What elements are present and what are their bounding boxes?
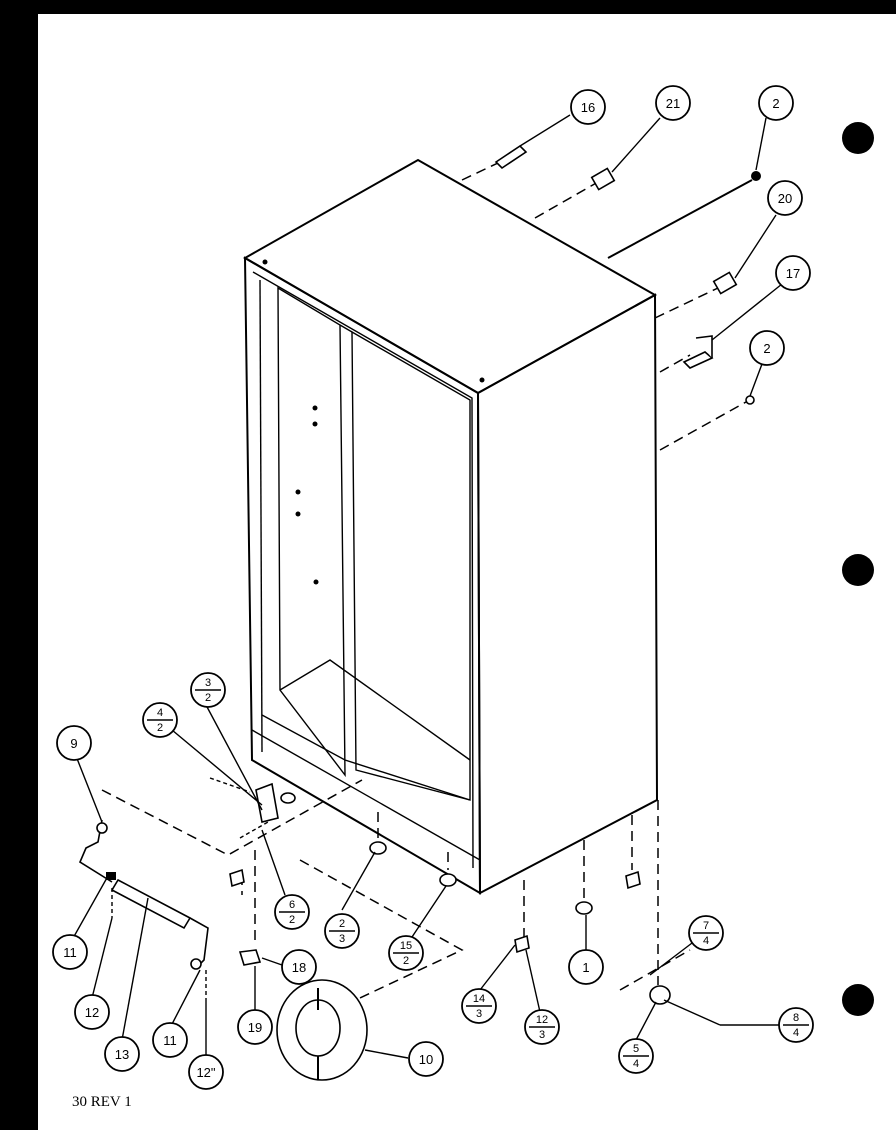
svg-text:2: 2 bbox=[403, 955, 409, 967]
svg-text:15: 15 bbox=[400, 940, 412, 952]
callout-6-2: 62 bbox=[274, 894, 310, 930]
part-16-plug bbox=[494, 114, 571, 170]
part-2-screw-top bbox=[751, 117, 767, 181]
callout-13: 13 bbox=[104, 1036, 140, 1072]
part-feet bbox=[229, 792, 780, 1026]
binder-hole-middle bbox=[842, 554, 874, 586]
svg-text:12": 12" bbox=[196, 1065, 215, 1080]
svg-text:3: 3 bbox=[339, 933, 345, 945]
svg-text:2: 2 bbox=[205, 692, 211, 704]
callout-10: 10 bbox=[408, 1041, 444, 1077]
svg-text:6: 6 bbox=[289, 899, 295, 911]
svg-text:3: 3 bbox=[539, 1029, 545, 1041]
part-17-hinge-pin bbox=[682, 283, 783, 369]
part-10-compressor-isolator bbox=[276, 979, 409, 1081]
callout-8-4: 84 bbox=[778, 1007, 814, 1043]
callout-3-2: 32 bbox=[190, 672, 226, 708]
callout-2-top: 2 bbox=[758, 85, 794, 121]
svg-text:2: 2 bbox=[289, 914, 295, 926]
callout-21: 21 bbox=[655, 85, 691, 121]
part-9-13-tube-assembly bbox=[78, 819, 209, 1000]
callout-11-left: 11 bbox=[52, 934, 88, 970]
svg-text:11: 11 bbox=[63, 945, 77, 960]
svg-text:14: 14 bbox=[473, 993, 485, 1005]
svg-text:1: 1 bbox=[582, 960, 589, 975]
part-2-screw-side bbox=[745, 363, 763, 405]
svg-text:17: 17 bbox=[786, 266, 800, 281]
callout-15-2: 152 bbox=[388, 935, 424, 971]
callout-leaders bbox=[71, 755, 697, 1058]
callout-12-3: 123 bbox=[524, 1009, 560, 1045]
svg-text:5: 5 bbox=[633, 1043, 639, 1055]
binder-hole-bottom bbox=[842, 984, 874, 1016]
assembly-leader-lines bbox=[101, 161, 753, 1006]
svg-text:4: 4 bbox=[157, 707, 163, 719]
callout-17: 17 bbox=[775, 255, 811, 291]
svg-text:21: 21 bbox=[666, 96, 680, 111]
svg-text:2: 2 bbox=[772, 96, 779, 111]
diagram-sheet bbox=[38, 14, 896, 1130]
svg-text:16: 16 bbox=[581, 100, 595, 115]
svg-text:2: 2 bbox=[339, 918, 345, 930]
callout-12-right: 12" bbox=[188, 1054, 224, 1090]
callout-4-2: 42 bbox=[142, 702, 178, 738]
svg-text:7: 7 bbox=[703, 920, 709, 932]
callout-2-side: 2 bbox=[749, 330, 785, 366]
svg-text:9: 9 bbox=[70, 736, 77, 751]
svg-text:2: 2 bbox=[763, 341, 770, 356]
svg-text:4: 4 bbox=[703, 935, 709, 947]
callout-16: 16 bbox=[570, 89, 606, 125]
callout-14-3: 143 bbox=[461, 988, 497, 1024]
callout-9: 9 bbox=[56, 725, 92, 761]
svg-text:8: 8 bbox=[793, 1012, 799, 1024]
callout-7-4: 74 bbox=[688, 915, 724, 951]
svg-text:18: 18 bbox=[292, 960, 306, 975]
svg-text:4: 4 bbox=[633, 1058, 639, 1070]
svg-text:11: 11 bbox=[163, 1033, 177, 1048]
part-20-grommet bbox=[712, 214, 777, 295]
part-3-4-6-hinge-parts bbox=[159, 704, 286, 896]
svg-text:19: 19 bbox=[248, 1020, 262, 1035]
svg-text:4: 4 bbox=[793, 1027, 799, 1039]
svg-text:3: 3 bbox=[476, 1008, 482, 1020]
svg-text:12: 12 bbox=[536, 1014, 548, 1026]
svg-text:12: 12 bbox=[85, 1005, 99, 1020]
binder-hole-top bbox=[842, 122, 874, 154]
callout-18: 18 bbox=[281, 949, 317, 985]
svg-text:3: 3 bbox=[205, 677, 211, 689]
svg-text:20: 20 bbox=[778, 191, 792, 206]
callout-11-right: 11 bbox=[152, 1022, 188, 1058]
svg-text:10: 10 bbox=[419, 1052, 433, 1067]
part-18-bracket bbox=[238, 949, 283, 966]
svg-text:2: 2 bbox=[157, 722, 163, 734]
callout-5-4: 54 bbox=[618, 1038, 654, 1074]
callout-20: 20 bbox=[767, 180, 803, 216]
callout-1: 1 bbox=[568, 949, 604, 985]
part-21-bushing bbox=[590, 117, 661, 191]
callout-12-left: 12 bbox=[74, 994, 110, 1030]
page-code: 30 REV 1 bbox=[72, 1094, 132, 1110]
svg-text:13: 13 bbox=[115, 1047, 129, 1062]
callout-2-3: 23 bbox=[324, 913, 360, 949]
callout-19: 19 bbox=[237, 1009, 273, 1045]
refrigerator-cabinet bbox=[242, 158, 659, 895]
